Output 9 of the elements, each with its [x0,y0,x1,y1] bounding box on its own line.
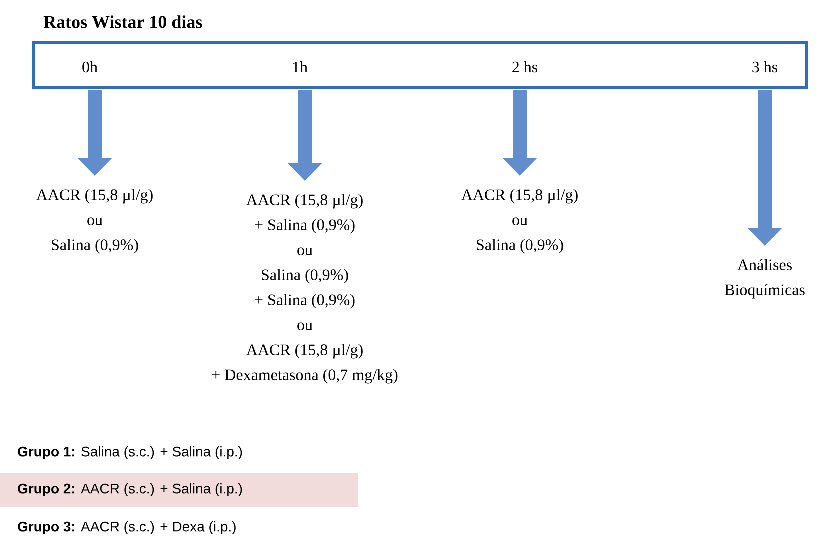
step-text: AACR (15,8 µl/g) + Salina (0,9%) ou Salina (0,9%) + Salina (0,9%) ou AACR (15,8 µl/g) + Dexametasona (0,7 mg/kg) [212,194,398,384]
step-text: AACR (15,8 µl/g) ou Salina (0,9%) [462,189,578,254]
group-label: Grupo 1: Salina (s.c.) + Salina (i.p.) [18,446,242,460]
timeline-box: 0h 1h 2 hs 3 hs [32,41,808,89]
step-text: Análises Bioquímicas [725,259,805,299]
step-text: AACR (15,8 µl/g) ou Salina (0,9%) [36,189,153,254]
group-label: Grupo 3: AACR (s.c.) + Dexa (i.p.) [18,521,236,535]
title: Ratos Wistar 10 dias [44,16,202,28]
group-row: Grupo 2: AACR (s.c.) + Salina (i.p.) [0,473,358,507]
